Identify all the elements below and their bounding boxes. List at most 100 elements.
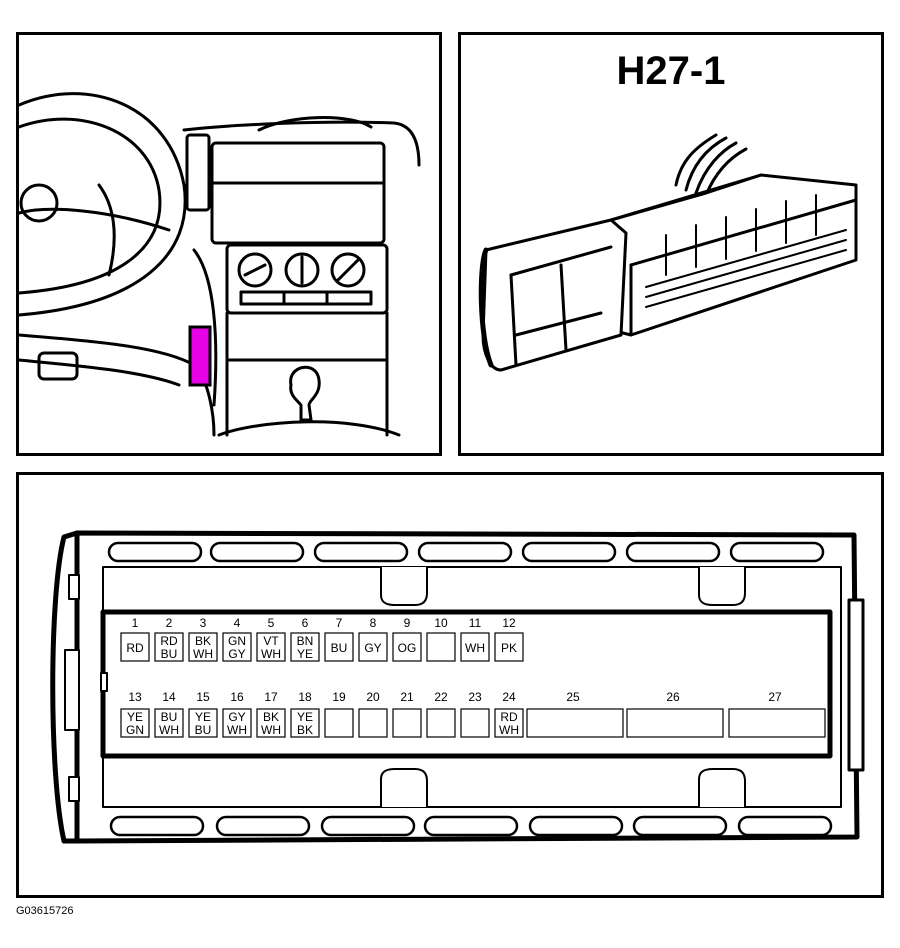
connector-housing bbox=[609, 173, 858, 337]
pin-number: 6 bbox=[302, 616, 309, 630]
pin-number: 18 bbox=[298, 690, 312, 704]
pin-number: 9 bbox=[404, 616, 411, 630]
pin-cavity bbox=[222, 708, 252, 738]
pin-color-2: BU bbox=[161, 647, 178, 661]
pin-number: 21 bbox=[400, 690, 414, 704]
pin-color-2: GN bbox=[126, 723, 144, 737]
gear-shift-knob bbox=[289, 365, 321, 422]
pin-color-1: OG bbox=[398, 641, 417, 655]
pin-number: 23 bbox=[468, 690, 482, 704]
pin-number: 8 bbox=[370, 616, 377, 630]
pin-number: 16 bbox=[230, 690, 244, 704]
bottom-slot bbox=[423, 815, 519, 837]
connector-location-marker bbox=[188, 325, 212, 387]
pin-cavity bbox=[120, 708, 150, 738]
pin-color-1: BU bbox=[161, 710, 178, 724]
pin-cavity bbox=[426, 632, 456, 662]
pin-20: 20 bbox=[358, 690, 388, 738]
climate-knob-left bbox=[237, 252, 273, 288]
pin-number: 1 bbox=[132, 616, 139, 630]
pin-number: 13 bbox=[128, 690, 142, 704]
center-display bbox=[210, 141, 386, 245]
slot-row-bottom bbox=[109, 815, 833, 837]
pin-cavity bbox=[426, 708, 456, 738]
pin-color-1: YE bbox=[127, 710, 143, 724]
pin-cavity bbox=[120, 632, 150, 662]
pin-25: 25 bbox=[526, 690, 624, 738]
pin-cavity bbox=[154, 708, 184, 738]
pin-color-1: GY bbox=[364, 641, 381, 655]
vent-stalk bbox=[185, 133, 211, 212]
horn-pad bbox=[19, 183, 59, 223]
pin-color-2: YE bbox=[297, 647, 313, 661]
top-slot bbox=[209, 541, 305, 563]
pin-color-2: WH bbox=[159, 723, 179, 737]
pin-color-1: VT bbox=[263, 634, 279, 648]
pin-number: 26 bbox=[666, 690, 680, 704]
pin-cavity bbox=[526, 708, 624, 738]
pin-cavity bbox=[460, 708, 490, 738]
pin-22: 22 bbox=[426, 690, 456, 738]
connector-face-right-latch bbox=[847, 598, 865, 772]
pin-color-1: RD bbox=[500, 710, 518, 724]
pin-color-1: YE bbox=[297, 710, 313, 724]
pin-cavity bbox=[494, 708, 524, 738]
pin-cavity bbox=[626, 708, 724, 738]
pin-number: 12 bbox=[502, 616, 516, 630]
bottom-slot bbox=[528, 815, 624, 837]
pin-number: 14 bbox=[162, 690, 176, 704]
pin-cavity bbox=[494, 632, 524, 662]
climate-panel bbox=[225, 243, 389, 315]
bottom-slot bbox=[632, 815, 728, 837]
pin-27: 27 bbox=[728, 690, 826, 738]
pin-number: 24 bbox=[502, 690, 516, 704]
pin-number: 20 bbox=[366, 690, 380, 704]
pin-21: 21 bbox=[392, 690, 422, 738]
pin-color-2: WH bbox=[193, 647, 213, 661]
climate-knob-right bbox=[330, 252, 366, 288]
climate-knob-center bbox=[284, 252, 320, 288]
pin-cavity bbox=[188, 708, 218, 738]
pin-color-1: BK bbox=[263, 710, 279, 724]
pin-color-1: GY bbox=[228, 710, 245, 724]
pin-cavity bbox=[358, 708, 388, 738]
top-slot bbox=[521, 541, 617, 563]
pin-number: 11 bbox=[469, 616, 482, 630]
pin-number: 19 bbox=[332, 690, 346, 704]
steering-wheel-inner bbox=[17, 117, 162, 295]
pin-color-2: WH bbox=[261, 723, 281, 737]
pin-number: 15 bbox=[196, 690, 210, 704]
pin-cavity bbox=[728, 708, 826, 738]
pin-color-1: WH bbox=[465, 641, 485, 655]
pin-cavity bbox=[290, 708, 320, 738]
pin-color-2: WH bbox=[499, 723, 519, 737]
lower-vent bbox=[37, 351, 79, 381]
pin-color-1: GN bbox=[228, 634, 246, 648]
pin-cavity bbox=[154, 632, 184, 662]
pin-number: 3 bbox=[200, 616, 207, 630]
pin-color-1: BU bbox=[331, 641, 348, 655]
top-slot bbox=[313, 541, 409, 563]
pin-cavity bbox=[222, 632, 252, 662]
pin-number: 7 bbox=[336, 616, 343, 630]
connector-illustration bbox=[478, 133, 858, 372]
pin-23: 23 bbox=[460, 690, 490, 738]
slot-row-top bbox=[107, 541, 825, 563]
top-slot bbox=[625, 541, 721, 563]
pin-number: 2 bbox=[166, 616, 173, 630]
pin-10: 10 bbox=[426, 616, 456, 662]
pin-1: 1RD bbox=[120, 616, 150, 662]
